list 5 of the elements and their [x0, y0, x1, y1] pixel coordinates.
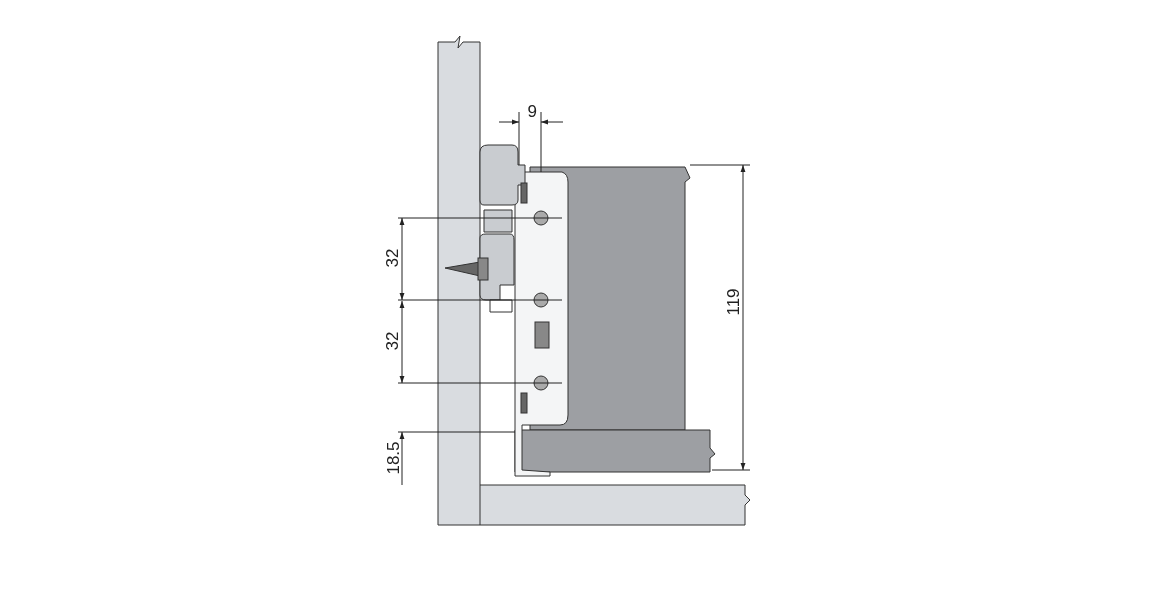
dimension-label: 9 [527, 103, 537, 121]
dimension-label: 119 [724, 288, 743, 316]
dimension-label: 32 [383, 331, 402, 351]
dimension-label: 18.5 [384, 441, 403, 475]
dimension-label: 32 [383, 248, 402, 268]
